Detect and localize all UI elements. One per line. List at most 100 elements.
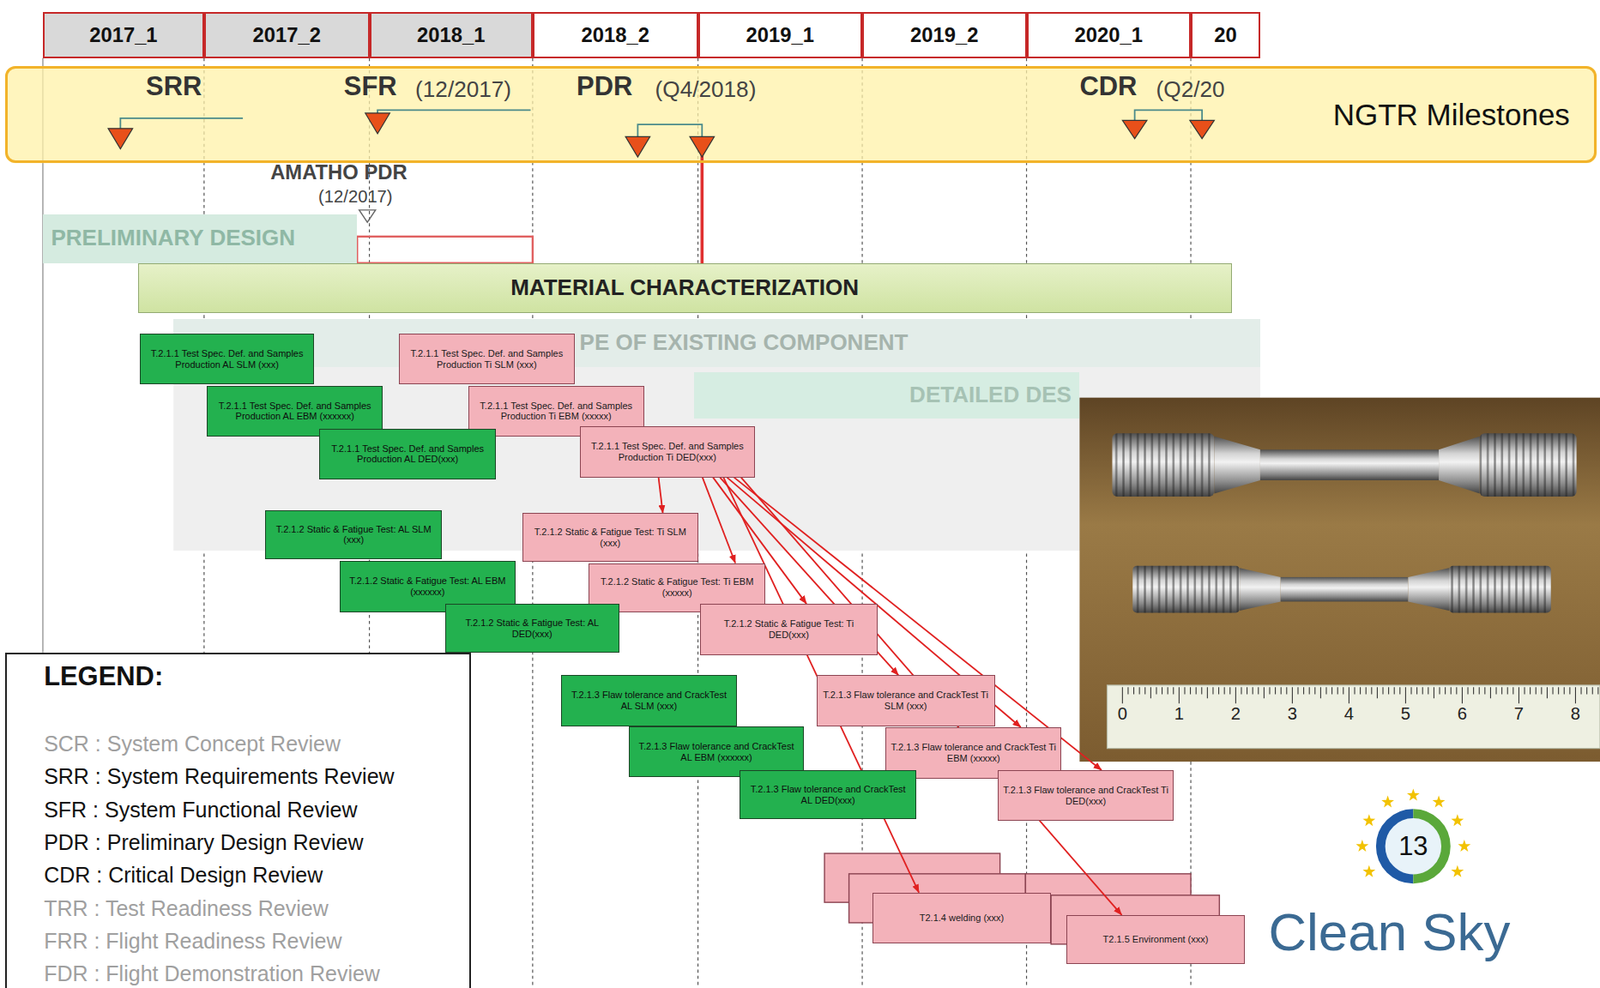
milestone-band: NGTR Milestones bbox=[5, 66, 1597, 164]
specimen-photo bbox=[1107, 685, 1600, 749]
node-text: T.2.1.2 Static & Fatigue Test: AL EBM (x… bbox=[344, 575, 511, 598]
legend-entry: PDR : Preliminary Design Review bbox=[43, 831, 363, 854]
milestone-label: CDR bbox=[1079, 71, 1137, 103]
ruler-number: 7 bbox=[1514, 704, 1524, 725]
page-number: 13 bbox=[1398, 831, 1428, 863]
node-text: DETAILED DES bbox=[909, 382, 1072, 409]
milestone-triangle bbox=[108, 128, 133, 150]
task-box: T2.1.5 Environment (xxx) bbox=[1066, 915, 1245, 965]
node-text: T.2.1.3 Flaw tolerance and CrackTest AL … bbox=[566, 689, 732, 712]
legend-entry: FRR : Flight Readiness Review bbox=[43, 929, 342, 953]
ruler-tick bbox=[1325, 687, 1327, 695]
ruler-tick bbox=[1218, 687, 1220, 695]
milestone-triangle bbox=[359, 210, 376, 223]
node-text: T.2.1.2 Static & Fatigue Test: Ti DED(xx… bbox=[705, 618, 873, 640]
ruler-number: 2 bbox=[1231, 704, 1241, 725]
ruler-tick bbox=[1540, 687, 1542, 695]
node-text: T.2.1.2 Static & Fatigue Test: AL SLM (x… bbox=[270, 524, 437, 546]
logo-star bbox=[1362, 814, 1376, 827]
milestone-triangle bbox=[365, 113, 391, 134]
ruler-number: 3 bbox=[1287, 704, 1298, 725]
ruler-tick bbox=[1127, 687, 1129, 695]
specimen-photo bbox=[1407, 567, 1450, 611]
node-text: T.2.1.2 Static & Fatigue Test: Ti SLM (x… bbox=[527, 526, 694, 549]
milestone-label: (12/2017) bbox=[318, 187, 393, 207]
milestone-red-line bbox=[356, 236, 533, 264]
node-text: PRELIMINARY DESIGN bbox=[50, 225, 296, 252]
milestone-fill bbox=[5, 66, 1597, 164]
ruler-tick bbox=[1235, 687, 1237, 704]
ruler-tick bbox=[1399, 687, 1401, 695]
ruler-tick bbox=[1348, 687, 1350, 704]
ruler-tick bbox=[1433, 687, 1435, 699]
node-text: T.2.1.1 Test Spec. Def. and Samples Prod… bbox=[144, 348, 309, 370]
task-box: T.2.1.2 Static & Fatigue Test: AL DED(xx… bbox=[445, 603, 620, 653]
ruler-tick bbox=[1569, 687, 1570, 695]
logo-star bbox=[1457, 839, 1471, 852]
specimen-photo bbox=[1280, 577, 1409, 603]
logo-star bbox=[1432, 796, 1446, 809]
logo-star bbox=[1355, 789, 1471, 878]
milestone-bracket bbox=[120, 109, 1202, 139]
phase-band: PRELIMINARY DESIGN bbox=[42, 214, 357, 264]
specimen-photo bbox=[1111, 433, 1214, 497]
ruler-number: 6 bbox=[1457, 704, 1468, 725]
legend-row: TRR : Test Readiness Review bbox=[43, 897, 329, 920]
ruler-number: 4 bbox=[1344, 704, 1354, 725]
legend-row: CDR : Critical Design Review bbox=[43, 863, 323, 887]
ruler-tick bbox=[1207, 687, 1208, 699]
node-text: NGTR Milestones bbox=[1333, 97, 1570, 133]
node-text: T.2.1.3 Flaw tolerance and CrackTest AL … bbox=[744, 784, 912, 806]
legend-entry: FDR : Flight Demonstration Review bbox=[43, 962, 381, 985]
logo-text: Clean Sky bbox=[1267, 901, 1510, 963]
ruler-tick bbox=[1212, 687, 1214, 695]
node-text: T2.1.5 Environment (xxx) bbox=[1103, 934, 1209, 946]
specimen-photo bbox=[1111, 433, 1214, 497]
ruler-tick bbox=[1309, 687, 1311, 695]
node-text: T.2.1.1 Test Spec. Def. and Samples Prod… bbox=[585, 440, 751, 463]
ruler-number: 5 bbox=[1400, 704, 1411, 725]
logo-star bbox=[1406, 789, 1420, 802]
ruler-tick bbox=[1252, 687, 1254, 695]
ruler-tick bbox=[1501, 687, 1503, 695]
ruler-tick bbox=[1240, 687, 1242, 695]
milestone-label: AMATHO PDR bbox=[270, 160, 407, 184]
node-text: T2.1.4 welding (xxx) bbox=[919, 912, 1004, 924]
node-text: MATERIAL CHARACTERIZATION bbox=[510, 275, 859, 302]
milestone-label: (12/2017) bbox=[415, 76, 512, 103]
ruler-tick bbox=[1416, 687, 1418, 695]
ruler-tick bbox=[1172, 687, 1174, 695]
ruler-tick bbox=[1546, 687, 1548, 699]
ruler-tick bbox=[1201, 687, 1202, 695]
ruler-tick bbox=[1422, 687, 1424, 695]
ruler-tick bbox=[1535, 687, 1537, 695]
legend-entry: TRR : Test Readiness Review bbox=[43, 897, 329, 920]
milestone-label: (Q4/2018) bbox=[655, 76, 757, 103]
legend-title: LEGEND: bbox=[43, 661, 164, 693]
ruler-tick bbox=[1450, 687, 1452, 695]
ruler-tick bbox=[1467, 687, 1468, 695]
task-box: T.2.1.1 Test Spec. Def. and Samples Prod… bbox=[579, 426, 756, 477]
ruler-tick bbox=[1314, 687, 1316, 695]
ruler-tick bbox=[1167, 687, 1169, 695]
task-box: T.2.1.3 Flaw tolerance and CrackTest AL … bbox=[739, 770, 917, 820]
ruler-tick bbox=[1183, 687, 1185, 695]
ruler-tick bbox=[1518, 687, 1520, 704]
milestone-bracket bbox=[120, 118, 243, 131]
connector-arrow bbox=[658, 477, 664, 514]
specimen-photo bbox=[1479, 433, 1577, 497]
ruler-tick bbox=[1297, 687, 1299, 695]
ruler-tick bbox=[1438, 687, 1440, 695]
legend-row: FDR : Flight Demonstration Review bbox=[43, 962, 381, 985]
milestone-label: PDR bbox=[576, 71, 633, 103]
ruler-number: 8 bbox=[1570, 704, 1581, 725]
ruler-tick bbox=[1410, 687, 1412, 695]
node-text: T.2.1.1 Test Spec. Def. and Samples Prod… bbox=[473, 400, 640, 423]
ruler-tick bbox=[1133, 687, 1135, 695]
ruler-tick bbox=[1575, 687, 1576, 704]
ruler-tick bbox=[1484, 687, 1486, 695]
ruler-tick bbox=[1512, 687, 1514, 695]
ruler-tick bbox=[1597, 687, 1599, 695]
ruler-number: 0 bbox=[1117, 704, 1128, 725]
